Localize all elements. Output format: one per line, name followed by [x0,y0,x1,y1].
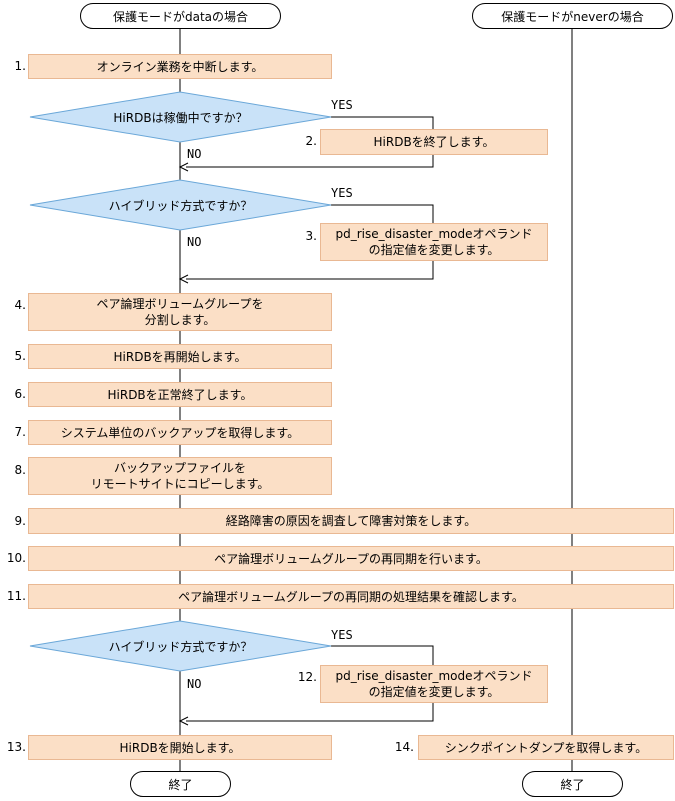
no-label-2: NO [187,235,202,249]
step-number-8: 8. [14,463,26,477]
step-text-13: HiRDBを開始します。 [119,740,241,755]
step-box-9: 経路障害の原因を調査して障害対策をします。 [28,508,674,534]
step-text-4: ペア論理ボリュームグループを 分割します。 [96,297,264,327]
step-number-13: 13. [6,740,26,754]
step-box-6: HiRDBを正常終了します。 [28,382,332,407]
step-text-6: HiRDBを正常終了します。 [107,387,253,402]
step-text-7: システム単位のバックアップを取得します。 [60,425,300,440]
arrowhead-2 [178,274,189,284]
step-text-3: pd_rise_disaster_modeオペランド の指定値を変更します。 [335,227,533,257]
end-terminal-right: 終了 [522,771,623,797]
step-number-1: 1. [14,59,26,73]
start-terminal-never: 保護モードがneverの場合 [472,3,673,29]
start-terminal-data: 保護モードがdataの場合 [80,3,281,29]
arrowhead-1 [178,162,189,172]
step-text-11: ペア論理ボリュームグループの再同期の処理結果を確認します。 [178,589,524,604]
step-text-12: pd_rise_disaster_modeオペランド の指定値を変更します。 [335,669,533,699]
step-text-9: 経路障害の原因を調査して障害対策をします。 [225,514,477,528]
step-text-10: ペア論理ボリュームグループの再同期を行います。 [214,551,488,566]
step-box-8: バックアップファイルを リモートサイトにコピーします。 [28,457,332,495]
step-number-6: 6. [14,387,26,401]
arrowhead-3 [178,716,189,726]
step-number-7: 7. [14,425,26,439]
end-terminal-right-label: 終了 [560,777,585,792]
decision-diamond-1 [29,91,332,143]
step-box-12: pd_rise_disaster_modeオペランド の指定値を変更します。 [320,665,548,703]
step-box-3: pd_rise_disaster_modeオペランド の指定値を変更します。 [320,223,548,261]
yes-label-2: YES [331,186,353,200]
step-number-14: 14. [394,740,414,754]
end-terminal-left: 終了 [130,771,231,797]
step-text-14: シンクポイントダンプを取得します。 [444,740,648,755]
step-number-2: 2. [305,134,317,148]
end-terminal-left-label: 終了 [168,777,193,792]
step-box-5: HiRDBを再開始します。 [28,344,332,369]
step-text-1: オンライン業務を中断します。 [96,59,264,74]
start-terminal-data-label: 保護モードがdataの場合 [112,9,249,24]
no-label-3: NO [187,677,202,691]
yes-label-3: YES [331,628,353,642]
step-number-4: 4. [14,298,26,312]
step-text-2: HiRDBを終了します。 [373,135,495,149]
start-terminal-never-label: 保護モードがneverの場合 [501,9,644,24]
step-box-4: ペア論理ボリュームグループを 分割します。 [28,293,332,331]
step-box-13: HiRDBを開始します。 [28,735,332,760]
no-label-1: NO [187,147,202,161]
step-text-5: HiRDBを再開始します。 [113,349,247,364]
step-number-9: 9. [14,514,26,528]
step-box-14: シンクポイントダンプを取得します。 [418,735,674,760]
decision-diamond-3 [29,620,332,672]
step-number-11: 11. [6,589,26,603]
step-box-11: ペア論理ボリュームグループの再同期の処理結果を確認します。 [28,584,674,609]
step-box-2: HiRDBを終了します。 [320,129,548,155]
step-number-10: 10. [6,551,26,565]
step-text-8: バックアップファイルを リモートサイトにコピーします。 [90,461,270,491]
step-number-3: 3. [305,229,317,243]
step-number-5: 5. [14,349,26,363]
step-box-1: オンライン業務を中断します。 [28,54,332,79]
step-box-7: システム単位のバックアップを取得します。 [28,420,332,445]
decision-diamond-2 [29,179,332,231]
yes-label-1: YES [331,98,353,112]
step-number-12: 12. [297,670,317,684]
step-box-10: ペア論理ボリュームグループの再同期を行います。 [28,546,674,571]
